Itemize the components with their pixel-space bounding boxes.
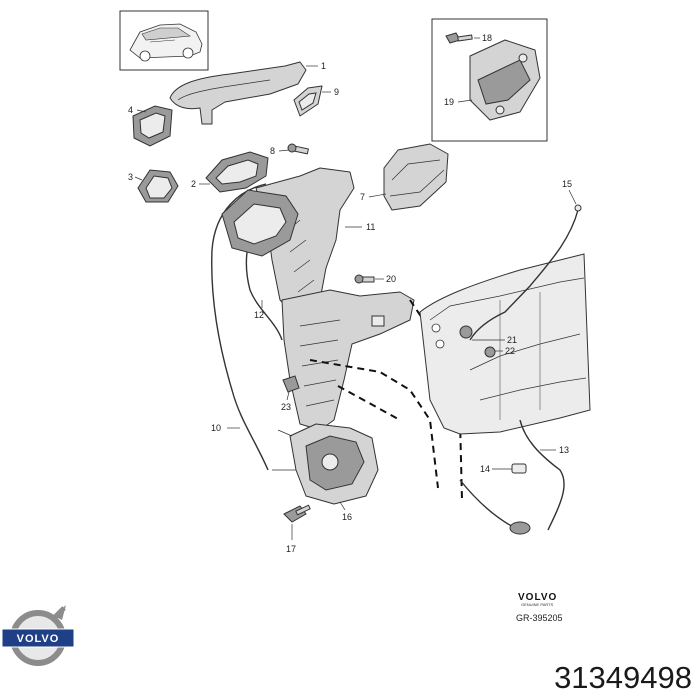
cable-10 xyxy=(211,183,269,471)
genuine-parts-wordmark: VOLVO xyxy=(518,592,557,603)
callout-4: 4 xyxy=(128,105,133,115)
callout-17: 17 xyxy=(286,544,296,554)
part-number: 31349498 xyxy=(554,660,692,695)
callout-7: 7 xyxy=(360,192,365,202)
grommet-22 xyxy=(484,346,496,358)
callout-19: 19 xyxy=(444,97,454,107)
callout-16: 16 xyxy=(342,512,352,522)
genuine-parts-mark: VOLVO GENUINE PARTS GR-395205 xyxy=(516,592,563,623)
callout-22: 22 xyxy=(505,346,515,356)
clip-23 xyxy=(282,375,300,393)
callout-9: 9 xyxy=(334,87,339,97)
door-inner-panel xyxy=(419,253,591,435)
inset-frame xyxy=(431,18,548,142)
callout-13: 13 xyxy=(559,445,569,455)
handle-gasket-9 xyxy=(293,85,323,117)
screw-20 xyxy=(354,274,375,284)
cable-15 xyxy=(469,209,579,341)
callouts: 1 2 3 4 7 8 9 10 11 12 13 14 15 16 17 18… xyxy=(128,33,577,554)
lower-grommet xyxy=(509,521,531,535)
callout-1: 1 xyxy=(321,61,326,71)
dashed-rod-c xyxy=(337,385,401,421)
lock-assembly-16 xyxy=(272,423,379,505)
callout-18: 18 xyxy=(482,33,492,43)
lock-module-upper xyxy=(221,189,299,257)
callout-11: 11 xyxy=(366,222,375,232)
plug-14 xyxy=(511,463,527,474)
callout-3: 3 xyxy=(128,172,133,182)
striker-plate-19 xyxy=(469,39,541,121)
cylinder-housing-2 xyxy=(205,151,269,193)
key-cylinder-cover-3 xyxy=(137,169,179,203)
callout-20: 20 xyxy=(386,274,396,284)
handle-bezel-4 xyxy=(132,105,173,147)
callout-21: 21 xyxy=(507,335,517,345)
grommet-21 xyxy=(459,325,473,339)
screw-8 xyxy=(287,143,309,155)
cable-lower xyxy=(459,479,516,529)
callout-15: 15 xyxy=(562,179,572,189)
diagram-id: GR-395205 xyxy=(516,613,563,623)
outer-door-handle-1 xyxy=(169,61,307,125)
latch-bracket xyxy=(281,289,415,431)
callout-14: 14 xyxy=(480,464,490,474)
car-thumbnail xyxy=(119,10,209,71)
callout-8: 8 xyxy=(270,146,275,156)
callout-2: 2 xyxy=(191,179,196,189)
volvo-logo: VOLVO xyxy=(1,605,75,666)
callout-12: 12 xyxy=(254,310,264,320)
volvo-logo-wordmark: VOLVO xyxy=(17,633,60,645)
cable-13 xyxy=(519,419,565,531)
genuine-parts-subtitle: GENUINE PARTS xyxy=(521,602,554,607)
lock-cover-7 xyxy=(383,143,449,211)
bolt-18 xyxy=(445,32,473,44)
callout-10: 10 xyxy=(211,423,221,433)
bolt-17 xyxy=(283,504,311,523)
callout-23: 23 xyxy=(281,402,291,412)
